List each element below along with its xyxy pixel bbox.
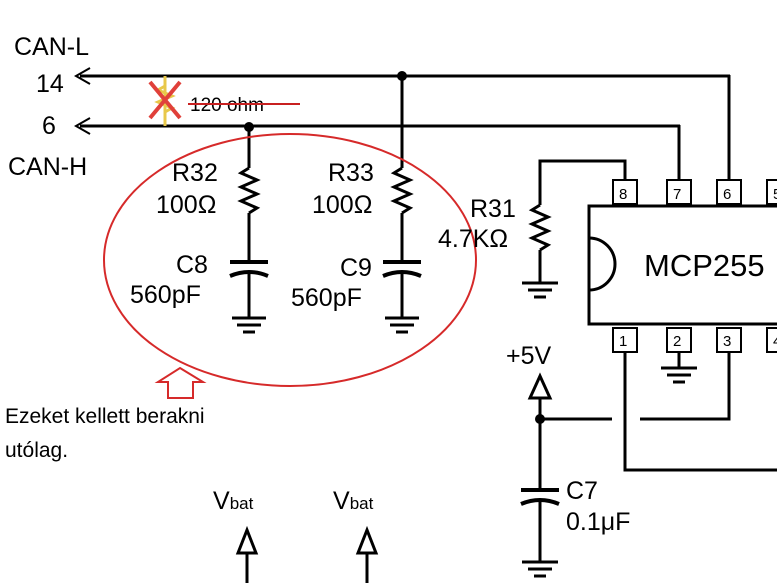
can-h-wire: [73, 117, 681, 180]
vbat-arrow-1: [235, 525, 259, 583]
c9-value: 560pF: [291, 284, 362, 312]
c8-value: 560pF: [130, 281, 201, 309]
pin-5-box: [766, 179, 777, 205]
r31-branch: [522, 159, 627, 299]
highlight-arrow: [154, 366, 207, 399]
chip-name: MCP255: [644, 248, 765, 283]
vbat-arrow-2: [355, 525, 379, 583]
r33-ref: R33: [328, 159, 374, 187]
c7-value: 0.1μF: [566, 508, 630, 536]
pin-3-wire: [640, 352, 731, 421]
pin-2-number: 2: [673, 333, 681, 350]
r32-value: 100Ω: [156, 191, 216, 219]
c8-ref: C8: [176, 251, 208, 279]
annotation-line-2: utólag.: [5, 439, 68, 462]
pin-7-number: 7: [673, 186, 681, 203]
c9-ref: C9: [340, 254, 372, 282]
annotation-line-1: Ezeket kellett berakni: [5, 405, 205, 428]
r33-value: 100Ω: [312, 191, 372, 219]
r31-value: 4.7KΩ: [438, 225, 508, 253]
can-h-label: CAN-H: [8, 153, 87, 181]
pin-4-number: 4: [773, 333, 777, 350]
vbat-label-1: Vbat: [213, 487, 254, 515]
pin-7-box: [666, 179, 692, 205]
can-l-label: CAN-L: [14, 33, 89, 61]
pin-6-label: 6: [42, 112, 56, 140]
chip-top-pins: [612, 179, 777, 205]
pin-5-number: 5: [773, 186, 777, 203]
pin-4-box: [766, 327, 777, 353]
pin-8-box: [612, 179, 638, 205]
chip-body: [587, 204, 777, 326]
pin-1-wire: [623, 352, 777, 472]
c7-ref: C7: [566, 477, 598, 505]
pin-1-number: 1: [619, 333, 627, 350]
pin-8-number: 8: [619, 186, 627, 203]
r32-c8-branch: [229, 127, 269, 334]
pin-14-label: 14: [36, 70, 64, 98]
r32-ref: R32: [172, 159, 218, 187]
pin-6-number: 6: [723, 186, 731, 203]
pin-3-number: 3: [723, 333, 731, 350]
terminator-label: 120 ohm: [190, 95, 264, 116]
r33-c9-branch: [382, 76, 422, 334]
pin-6-box: [716, 179, 742, 205]
highlight-ellipse: [103, 133, 477, 387]
vcc-label: +5V: [506, 342, 552, 370]
pin-2-ground: [661, 352, 697, 384]
r31-ref: R31: [470, 195, 516, 223]
vcc-supply: [520, 372, 560, 578]
terminator-resistor: [148, 76, 182, 126]
chip-bottom-pins: [612, 327, 777, 353]
vbat-label-2: Vbat: [333, 487, 374, 515]
